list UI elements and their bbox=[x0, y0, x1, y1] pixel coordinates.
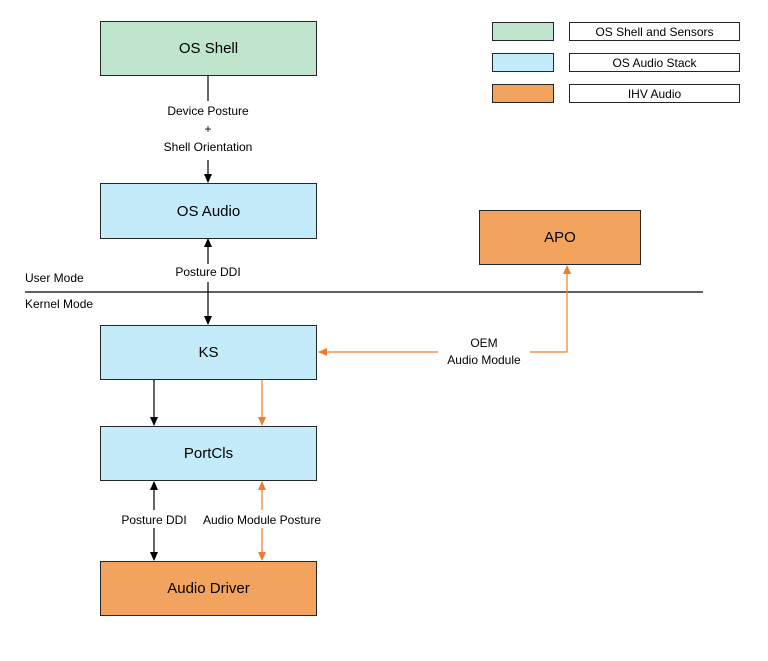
arrow-oem-to-apo bbox=[530, 265, 571, 353]
node-os-shell: OS Shell bbox=[100, 21, 317, 76]
legend-label-shell: OS Shell and Sensors bbox=[569, 22, 740, 41]
label-posture-ddi-top: Posture DDI bbox=[175, 265, 241, 279]
label-kernel-mode: Kernel Mode bbox=[25, 297, 94, 311]
node-ks: KS bbox=[100, 325, 317, 380]
legend-label-ihv: IHV Audio bbox=[569, 84, 740, 103]
legend-label-stack: OS Audio Stack bbox=[569, 53, 740, 72]
label-shell-orientation: Shell Orientation bbox=[163, 140, 253, 154]
legend-swatch-stack bbox=[492, 53, 554, 72]
label-posture-ddi-bottom: Posture DDI bbox=[121, 513, 187, 527]
label-user-mode: User Mode bbox=[25, 271, 84, 285]
legend-swatch-shell bbox=[492, 22, 554, 41]
label-oem: OEM bbox=[470, 336, 498, 350]
label-device-posture: Device Posture bbox=[167, 104, 249, 118]
node-portcls: PortCls bbox=[100, 426, 317, 481]
legend-swatch-ihv bbox=[492, 84, 554, 103]
node-os-audio: OS Audio bbox=[100, 183, 317, 239]
label-audio-module-posture: Audio Module Posture bbox=[202, 513, 322, 527]
node-audio-driver: Audio Driver bbox=[100, 561, 317, 616]
node-apo: APO bbox=[479, 210, 641, 265]
label-audio-module: Audio Module bbox=[447, 353, 521, 367]
label-plus: + bbox=[204, 122, 212, 136]
